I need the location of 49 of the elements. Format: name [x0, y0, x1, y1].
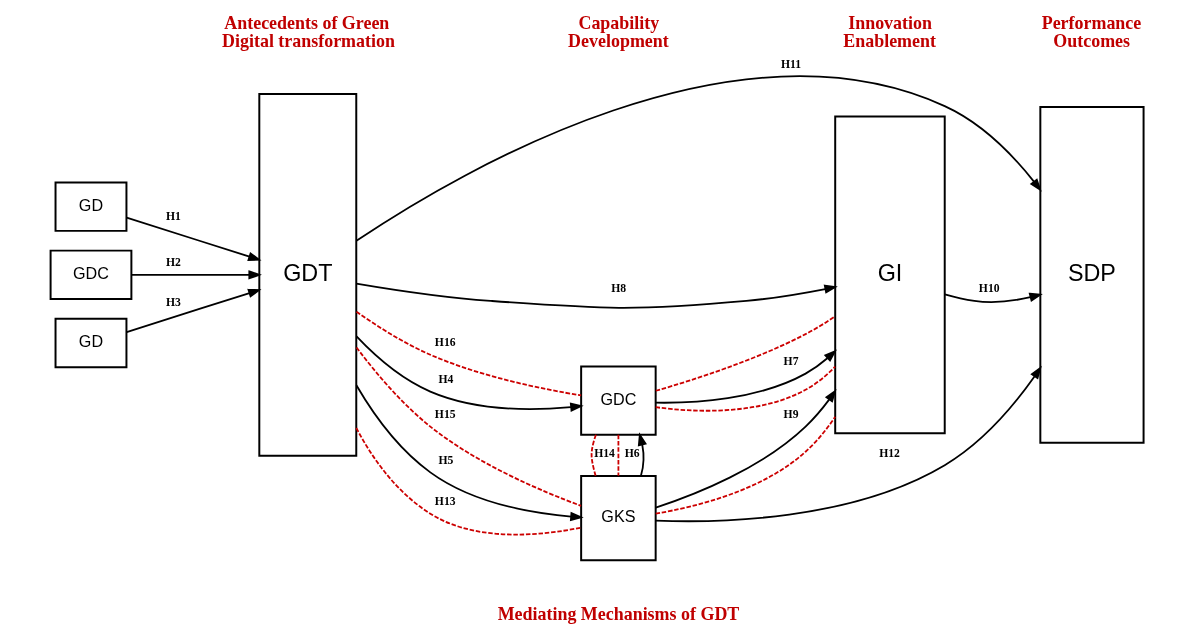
- node-box: GD: [54, 181, 128, 232]
- label: Innovation Enablement: [843, 12, 936, 51]
- connector: [654, 365, 837, 412]
- label: Performance Outcomes: [1041, 12, 1142, 51]
- edge-label: H14: [594, 447, 615, 461]
- edge-label: H12: [879, 446, 900, 460]
- arrow: [355, 335, 584, 412]
- node-box: GKS: [580, 474, 657, 562]
- connector: [355, 310, 583, 397]
- edge-label: H4: [438, 372, 454, 386]
- edge-label: H16: [434, 336, 456, 350]
- node-box: GDC: [580, 365, 657, 436]
- arrow: [654, 389, 837, 509]
- edge-label: H13: [434, 495, 456, 509]
- node-box: GDC: [49, 249, 133, 301]
- label: Capability Development: [568, 12, 669, 51]
- edge-label: H7: [783, 355, 799, 368]
- node-box: SDP: [1039, 106, 1145, 444]
- label: Mediating Mechanisms of GDT: [497, 603, 740, 624]
- arrow: [943, 292, 1043, 303]
- connector: [355, 346, 582, 507]
- edge-label: H6: [624, 447, 640, 461]
- connector: [355, 427, 582, 536]
- arrow: [355, 384, 584, 522]
- arrow: [637, 432, 647, 477]
- connector: [617, 433, 620, 477]
- connector: [654, 415, 837, 515]
- connector: [655, 315, 837, 392]
- arrow: [654, 365, 1042, 523]
- edge-label: H5: [438, 453, 454, 467]
- node-box: GI: [834, 115, 946, 435]
- connector: [590, 433, 597, 477]
- edge-label: H3: [165, 295, 181, 309]
- arrow: [125, 288, 262, 333]
- node-box: GD: [54, 317, 128, 369]
- edge-label: H1: [165, 210, 181, 224]
- edge-label: H2: [165, 256, 181, 270]
- arrow: [130, 270, 262, 280]
- edge-label: H11: [780, 57, 801, 71]
- arrow: [654, 349, 837, 404]
- edge-label: H10: [978, 282, 1000, 296]
- node-box: GDT: [258, 93, 358, 457]
- label: Antecedents of Green Digital transformation: [222, 12, 395, 51]
- arrow: [125, 216, 262, 261]
- arrow: [355, 282, 838, 309]
- arrow: [355, 75, 1042, 242]
- edge-label: H8: [611, 282, 627, 296]
- edge-label: H9: [783, 407, 799, 421]
- edge-label: H15: [434, 407, 456, 421]
